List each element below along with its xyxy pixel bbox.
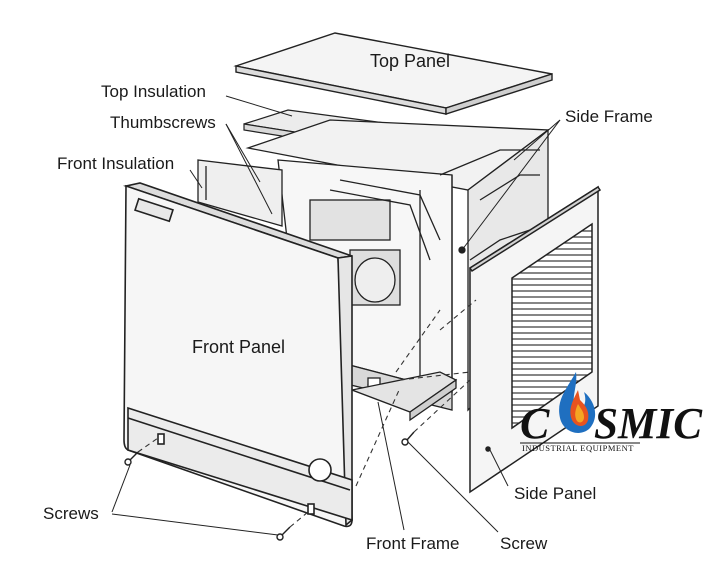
label-screws: Screws	[43, 504, 99, 523]
front-insulation-part	[197, 159, 283, 227]
side-panel-part	[468, 185, 602, 494]
logo-subtitle: INDUSTRIAL EQUIPMENT	[522, 443, 634, 453]
label-screw: Screw	[500, 534, 548, 553]
label-top-insulation: Top Insulation	[101, 82, 206, 101]
label-front-insulation: Front Insulation	[57, 154, 174, 173]
flame-icon	[559, 372, 596, 433]
label-side-frame: Side Frame	[565, 107, 653, 126]
label-front-frame: Front Frame	[366, 534, 460, 553]
label-top-panel: Top Panel	[370, 51, 450, 71]
leader-lines	[111, 95, 561, 536]
label-side-panel: Side Panel	[514, 484, 596, 503]
logo-letter-c: C	[520, 399, 550, 448]
front-panel-part	[122, 182, 353, 528]
top-panel-part	[233, 32, 553, 115]
cosmic-logo: C SMIC INDUSTRIAL EQUIPMENT	[520, 372, 703, 453]
label-front-panel: Front Panel	[192, 337, 285, 357]
alignment-lines	[137, 299, 477, 528]
label-thumbscrews: Thumbscrews	[110, 113, 216, 132]
logo-wordmark: SMIC	[594, 399, 703, 448]
front-frame-part	[349, 371, 458, 422]
screw-hardware	[124, 431, 415, 541]
